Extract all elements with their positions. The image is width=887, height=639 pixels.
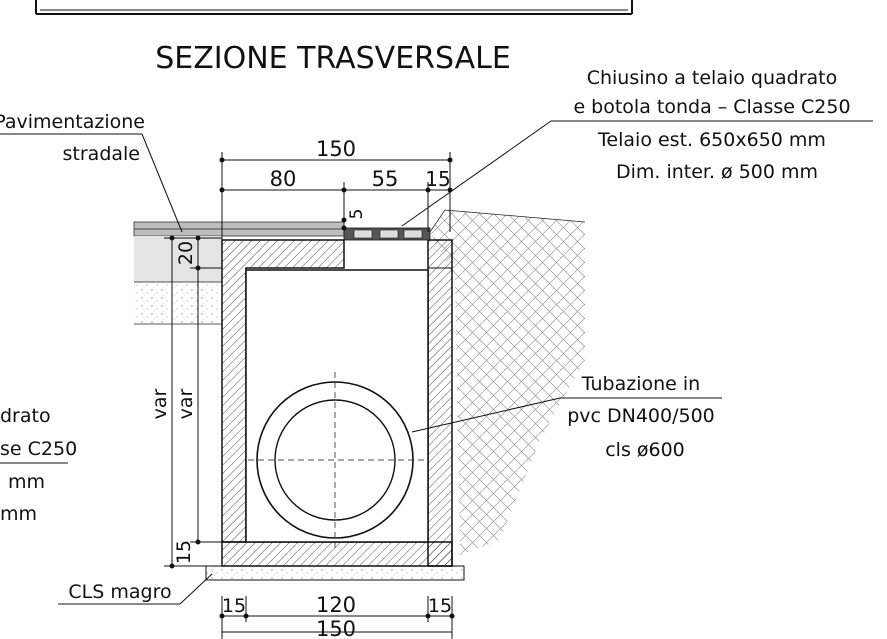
dim-bottom-mid: 120	[316, 593, 356, 617]
manhole-cover	[343, 227, 431, 241]
partial-line-3: mm	[8, 471, 45, 493]
dim-var-inner: var	[175, 388, 197, 419]
dim-top-mid: 55	[372, 167, 399, 191]
partial-line-2: se C250	[0, 438, 77, 460]
label-pavimentazione: Pavimentazione stradale	[0, 111, 183, 233]
soil-fill	[429, 209, 586, 555]
partial-line-1: drato	[0, 405, 51, 427]
chiusino-line-2: e botola tonda – Classe C250	[573, 96, 850, 118]
chiusino-line-1: Chiusino a telaio quadrato	[587, 67, 838, 89]
label-cls-magro: CLS magro	[58, 573, 213, 605]
tubazione-line-1: Tubazione in	[581, 373, 700, 395]
pipe-section	[248, 372, 426, 548]
label-chiusino: Chiusino a telaio quadrato e botola tond…	[401, 67, 873, 227]
chiusino-line-3: Telaio est. 650x650 mm	[597, 129, 826, 151]
dim-bottom-left: 15	[222, 595, 246, 617]
road-pavement	[133, 221, 345, 325]
cls-magro-layer	[205, 565, 465, 581]
cls-magro-text: CLS magro	[68, 581, 171, 603]
dim-cover-gap: 5	[347, 209, 367, 220]
dim-bottom-right: 15	[428, 595, 452, 617]
pavimentazione-line-2: stradale	[63, 143, 140, 165]
section-title: SEZIONE TRASVERSALE	[155, 41, 511, 76]
tubazione-line-3: cls ø600	[605, 439, 685, 461]
chiusino-line-4: Dim. inter. ø 500 mm	[616, 161, 818, 183]
dim-top-total: 150	[316, 137, 356, 161]
label-partial-left: drato se C250 mm mm	[0, 405, 77, 525]
label-tubazione: Tubazione in pvc DN400/500 cls ø600	[411, 373, 722, 461]
title-block-frame	[35, 0, 633, 15]
dim-top-right: 15	[425, 167, 450, 191]
left-dimensions	[164, 235, 222, 569]
tubazione-line-2: pvc DN400/500	[567, 405, 715, 427]
chamber-walls	[221, 239, 453, 567]
dim-top-left: 80	[270, 167, 297, 191]
partial-line-4: mm	[0, 503, 37, 525]
dim-bottom-total: 150	[316, 617, 356, 639]
pavimentazione-line-1: Pavimentazione	[0, 111, 145, 133]
dim-var-outer: var	[149, 388, 171, 419]
dim-slab: 20	[175, 241, 197, 265]
bottom-dimensions	[219, 596, 455, 639]
dim-base: 15	[173, 540, 195, 564]
